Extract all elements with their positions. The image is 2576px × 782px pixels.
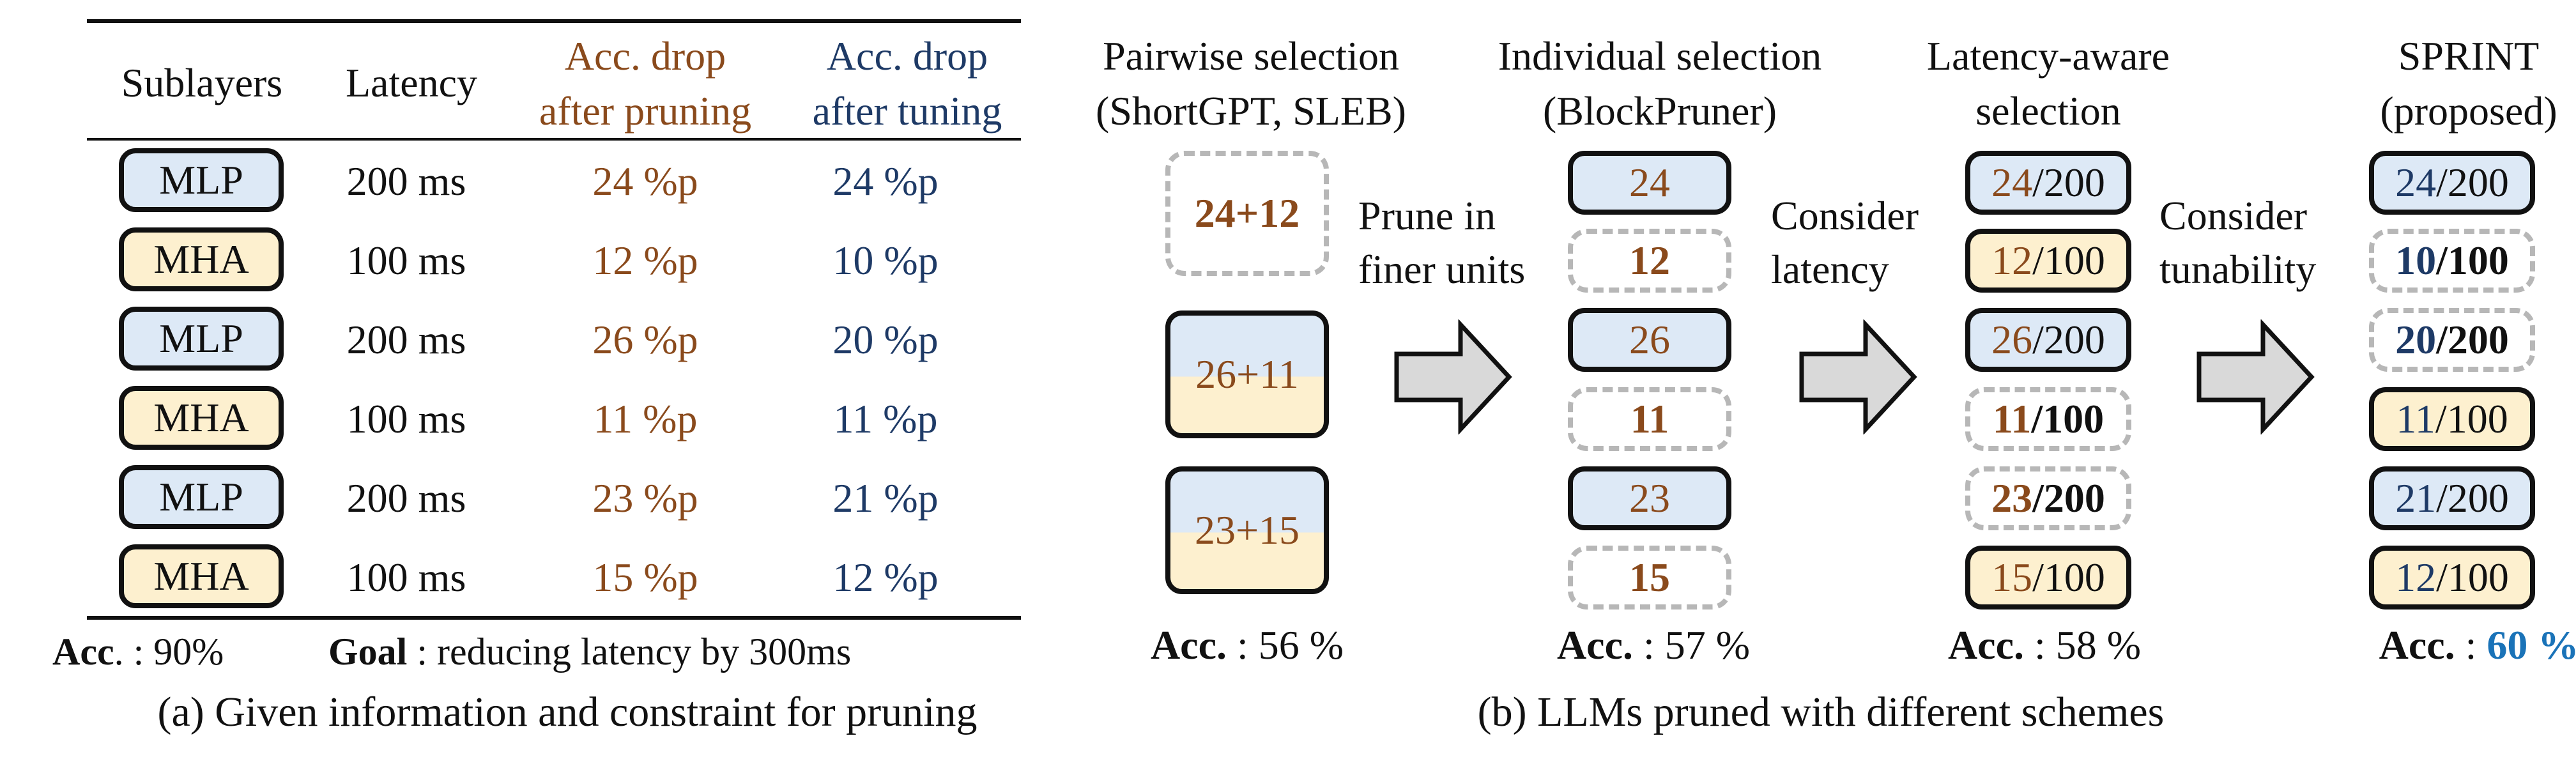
header-acc-drop-pruning-line1: Acc. drop xyxy=(564,33,726,79)
latency-aware-chip-2: 12/100 xyxy=(1965,229,2131,293)
sprint-chip-6: 12/100 xyxy=(2369,546,2535,610)
pairwise-accuracy: Acc. : 56 % xyxy=(1150,622,1344,668)
table-row-1-latency: 200 ms xyxy=(346,158,466,204)
transition-1-line1: Prune in xyxy=(1358,193,1496,238)
transition-2-line2: latency xyxy=(1771,247,1889,292)
header-acc-drop-pruning-line2: after pruning xyxy=(539,88,752,134)
table-header-rule xyxy=(87,138,1021,141)
individual-chip-2-pruned: 12 xyxy=(1568,229,1731,293)
pairwise-chip-kept-2: 23+15 xyxy=(1165,466,1329,594)
base-accuracy: Acc. : 90% xyxy=(52,631,224,673)
header-latency: Latency xyxy=(345,60,478,105)
individual-chip-5: 23 xyxy=(1568,466,1731,530)
sprint-chip-5: 21/200 xyxy=(2369,466,2535,530)
table-row-4-latency: 100 ms xyxy=(346,396,466,441)
pruning-goal: Goal : reducing latency by 300ms xyxy=(328,631,852,673)
table-row-5-sublayer-chip: MLP xyxy=(119,465,284,529)
sprint-chip-3-pruned: 20/200 xyxy=(2369,308,2535,372)
arrow-right-icon xyxy=(1394,319,1512,434)
latency-aware-accuracy: Acc. : 58 % xyxy=(1947,622,2142,668)
individual-chip-3: 26 xyxy=(1568,308,1731,372)
sprint-chip-1: 24/200 xyxy=(2369,151,2535,215)
individual-chip-1: 24 xyxy=(1568,151,1731,215)
transition-3-line1: Consider xyxy=(2159,193,2308,238)
table-row-4-sublayer-chip: MHA xyxy=(119,386,284,450)
pairwise-title-line1: Pairwise selection xyxy=(1103,33,1399,79)
header-sublayers: Sublayers xyxy=(121,60,283,105)
individual-chip-6-pruned: 15 xyxy=(1568,546,1731,610)
latency-aware-chip-3: 26/200 xyxy=(1965,308,2131,372)
table-bottom-rule xyxy=(87,616,1021,620)
individual-title-line1: Individual selection xyxy=(1498,33,1822,79)
sprint-title-line1: SPRINT xyxy=(2398,33,2540,79)
individual-title-line2: (BlockPruner) xyxy=(1542,88,1777,134)
caption-b: (b) LLMs pruned with different schemes xyxy=(1477,689,2165,735)
latency-aware-chip-1: 24/200 xyxy=(1965,151,2131,215)
arrow-right-icon xyxy=(1799,319,1917,434)
transition-3-line2: tunability xyxy=(2159,247,2317,292)
table-row-2-drop-pruning: 12 %p xyxy=(592,238,698,283)
table-row-2-latency: 100 ms xyxy=(346,238,466,283)
table-row-3-drop-pruning: 26 %p xyxy=(592,317,698,362)
table-row-2-drop-tuning: 10 %p xyxy=(832,238,939,283)
latency-aware-title-line1: Latency-aware xyxy=(1926,33,2170,79)
table-row-5-drop-pruning: 23 %p xyxy=(592,475,698,521)
table-row-5-drop-tuning: 21 %p xyxy=(832,475,939,521)
pairwise-title-line2: (ShortGPT, SLEB) xyxy=(1096,88,1406,134)
table-row-2-sublayer-chip: MHA xyxy=(119,227,284,291)
latency-aware-chip-6: 15/100 xyxy=(1965,546,2131,610)
table-top-rule xyxy=(87,19,1021,23)
sprint-title-line2: (proposed) xyxy=(2380,88,2557,134)
table-row-4-drop-tuning: 11 %p xyxy=(833,396,938,441)
table-row-6-sublayer-chip: MHA xyxy=(119,544,284,608)
table-row-3-latency: 200 ms xyxy=(346,317,466,362)
table-row-1-drop-pruning: 24 %p xyxy=(592,158,698,204)
caption-a: (a) Given information and constraint for… xyxy=(157,689,977,735)
latency-aware-title-line2: selection xyxy=(1975,88,2121,134)
table-row-3-drop-tuning: 20 %p xyxy=(832,317,939,362)
table-row-1-sublayer-chip: MLP xyxy=(119,148,284,212)
pairwise-chip-kept-1: 26+11 xyxy=(1165,310,1329,438)
latency-aware-chip-4-pruned: 11/100 xyxy=(1965,387,2131,451)
header-acc-drop-tuning-line2: after tuning xyxy=(812,88,1002,134)
sprint-chip-2-pruned: 10/100 xyxy=(2369,229,2535,293)
individual-accuracy: Acc. : 57 % xyxy=(1556,622,1751,668)
table-row-3-sublayer-chip: MLP xyxy=(119,307,284,371)
table-row-5-latency: 200 ms xyxy=(346,475,466,521)
transition-2-line1: Consider xyxy=(1771,193,1919,238)
pairwise-chip-pruned: 24+12 xyxy=(1165,151,1329,276)
latency-aware-chip-5-pruned: 23/200 xyxy=(1965,466,2131,530)
header-acc-drop-tuning-line1: Acc. drop xyxy=(826,33,988,79)
sprint-accuracy: Acc. : 60 % xyxy=(2379,622,2576,668)
table-row-6-latency: 100 ms xyxy=(346,555,466,600)
individual-chip-4-pruned: 11 xyxy=(1568,387,1731,451)
table-row-4-drop-pruning: 11 %p xyxy=(593,396,698,441)
transition-1-line2: finer units xyxy=(1358,247,1526,292)
table-row-6-drop-tuning: 12 %p xyxy=(832,555,939,600)
table-row-6-drop-pruning: 15 %p xyxy=(592,555,698,600)
table-row-1-drop-tuning: 24 %p xyxy=(832,158,939,204)
sprint-chip-4: 11/100 xyxy=(2369,387,2535,451)
arrow-right-icon xyxy=(2196,319,2315,434)
